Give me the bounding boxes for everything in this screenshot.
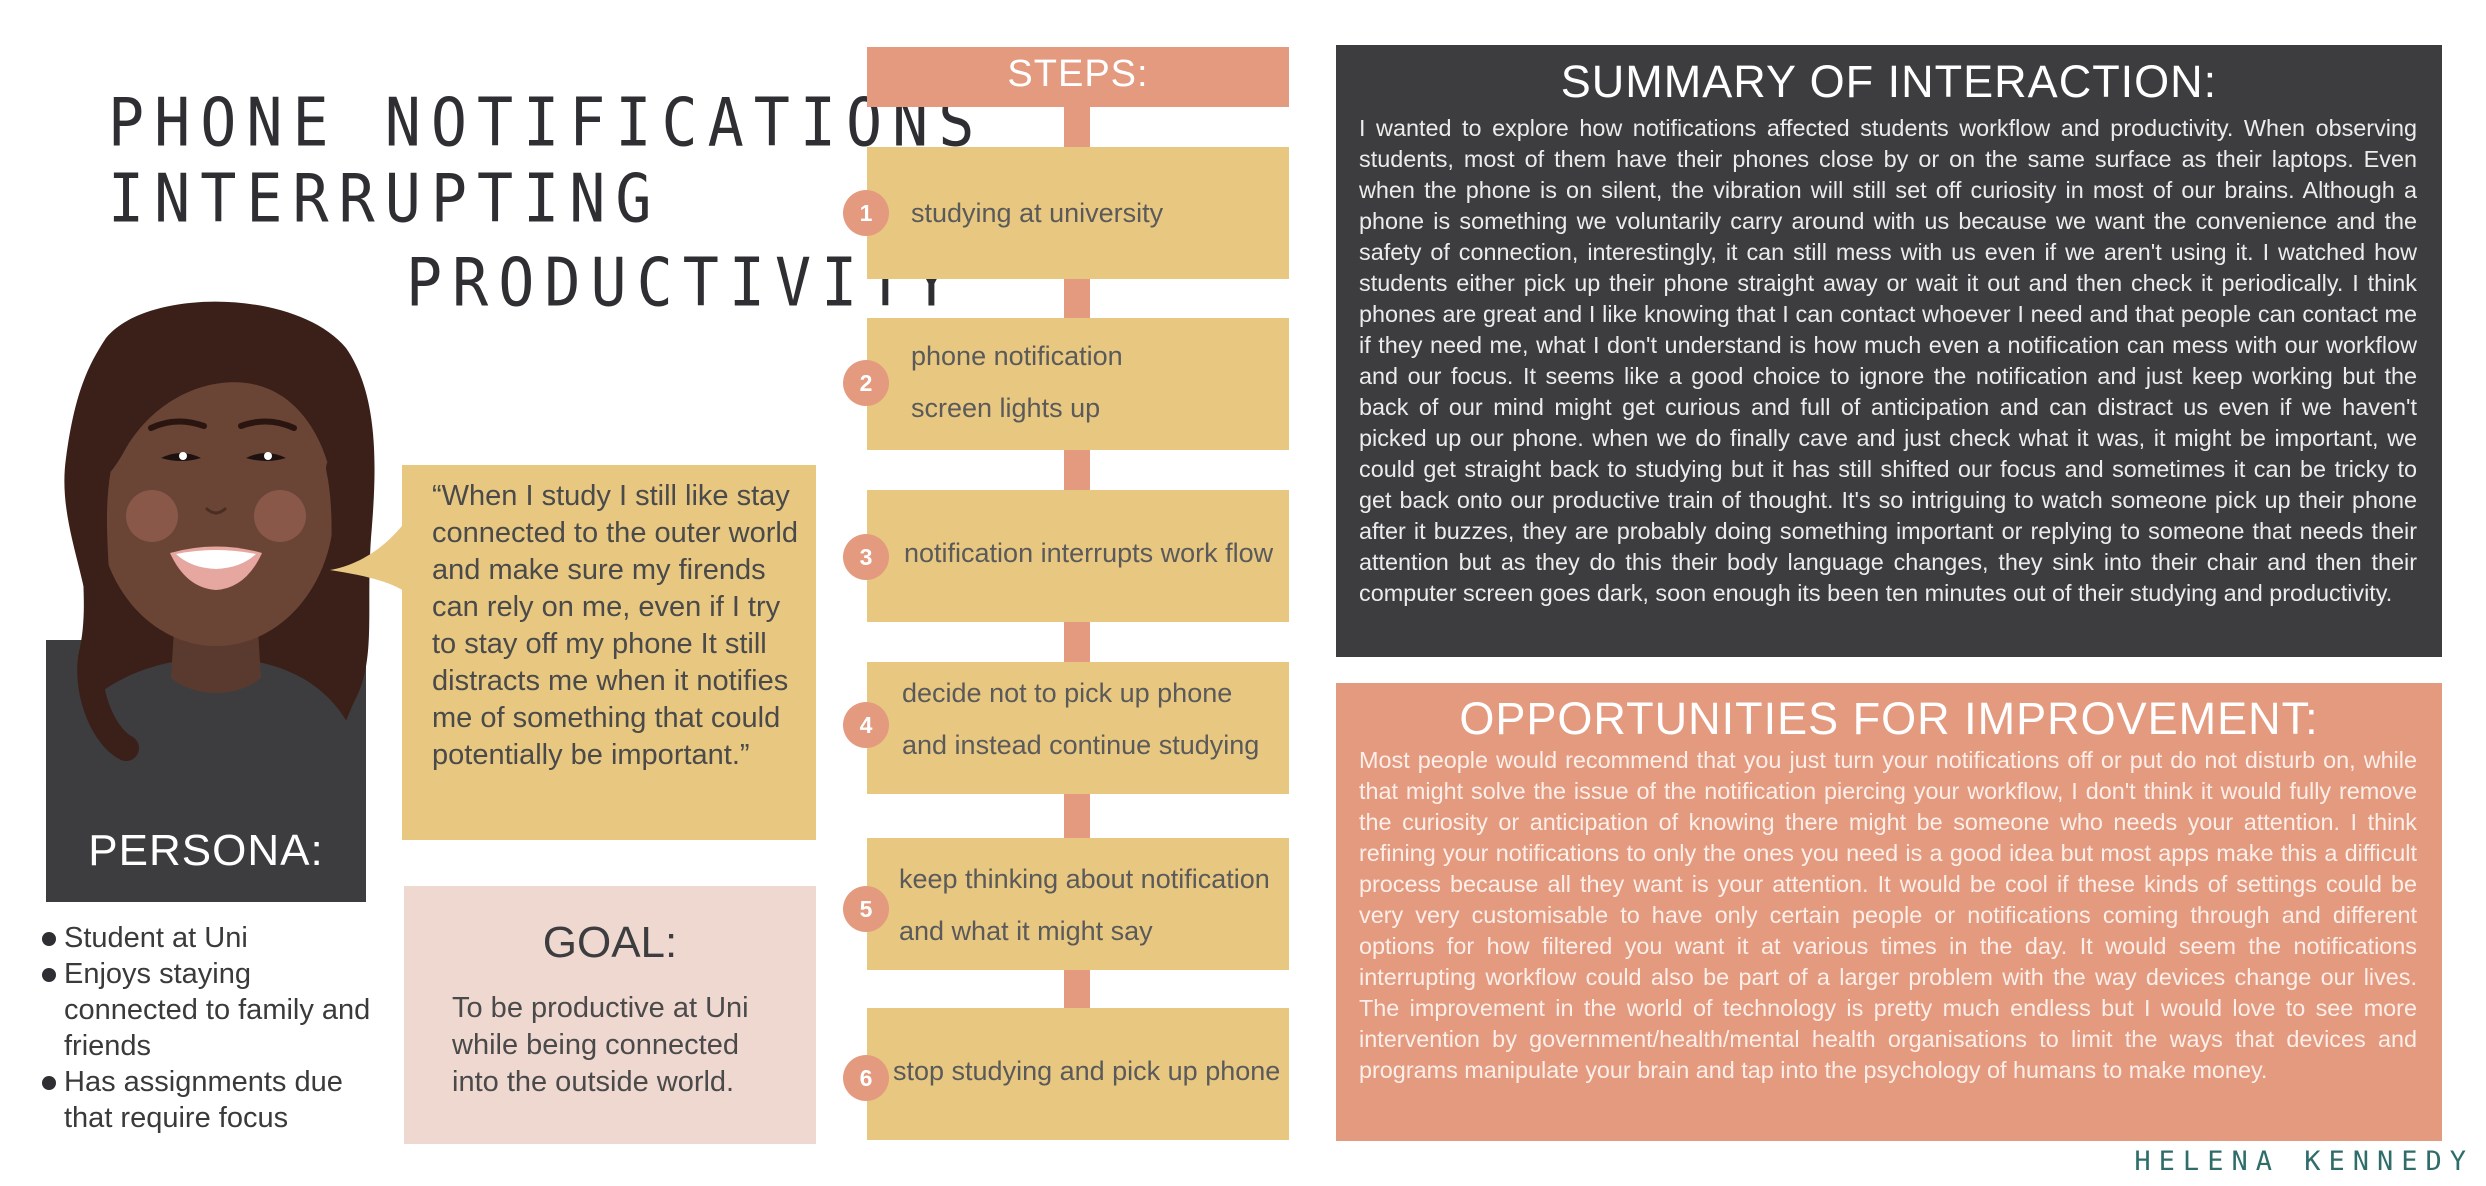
step-number: 2 (843, 360, 889, 406)
goal-title: GOAL: (542, 918, 678, 967)
persona-label: PERSONA: (88, 826, 324, 875)
persona-bullet: Enjoys staying connected to family and f… (38, 956, 388, 1064)
woman-avatar-icon (46, 301, 375, 898)
opportunities-title: OPPORTUNITIES FOR IMPROVEMENT: (1459, 693, 2319, 744)
author-signature: HELENA KENNEDY (2134, 1146, 2474, 1177)
step-number: 1 (843, 190, 889, 236)
opportunities-panel (1336, 683, 2442, 1141)
step-card (867, 662, 1289, 794)
step-card (867, 147, 1289, 279)
steps-header (867, 47, 1289, 107)
summary-text: I wanted to explore how notifications af… (1359, 115, 2417, 606)
summary-panel (1336, 45, 2442, 657)
step-text: and instead continue studying (902, 730, 1260, 760)
quote-bubble (402, 465, 816, 840)
step-card (867, 490, 1289, 622)
persona-quote: “When I study I still like stay connecte… (432, 480, 798, 771)
opportunities-text: Most people would recommend that you jus… (1359, 747, 2417, 1083)
step-card (867, 1008, 1289, 1140)
step-text: notification interrupts work flow (904, 538, 1274, 568)
step-number: 3 (843, 534, 889, 580)
step-number: 5 (843, 886, 889, 932)
step-text: stop studying and pick up phone (893, 1056, 1281, 1086)
speech-tail-icon (330, 515, 410, 595)
step-number: 6 (843, 1055, 889, 1101)
summary-title: SUMMARY OF INTERACTION: (1560, 56, 2218, 107)
step-text: screen lights up (911, 393, 1101, 423)
goal-panel (404, 886, 816, 1144)
title-line-2: INTERRUPTING (108, 160, 662, 239)
step-text: phone notification (911, 341, 1123, 371)
title-line-1: PHONE NOTIFICATIONS (108, 84, 985, 163)
step-card (867, 838, 1289, 970)
persona-bullet-list: Student at Uni Enjoys staying connected … (38, 920, 388, 1136)
persona-bullet: Student at Uni (38, 920, 388, 956)
step-text: and what it might say (899, 916, 1153, 946)
step-number: 4 (843, 702, 889, 748)
step-text: keep thinking about notification (899, 864, 1270, 894)
goal-text: To be productive at Uni while being conn… (452, 992, 749, 1098)
step-text: studying at university (911, 198, 1164, 228)
title-line-3: PRODUCTIVITY (406, 244, 960, 323)
persona-bullet: Has assignments due that require focus (38, 1064, 388, 1136)
step-card (867, 318, 1289, 450)
steps-title: STEPS: (1007, 53, 1149, 95)
step-text: decide not to pick up phone (902, 678, 1233, 708)
